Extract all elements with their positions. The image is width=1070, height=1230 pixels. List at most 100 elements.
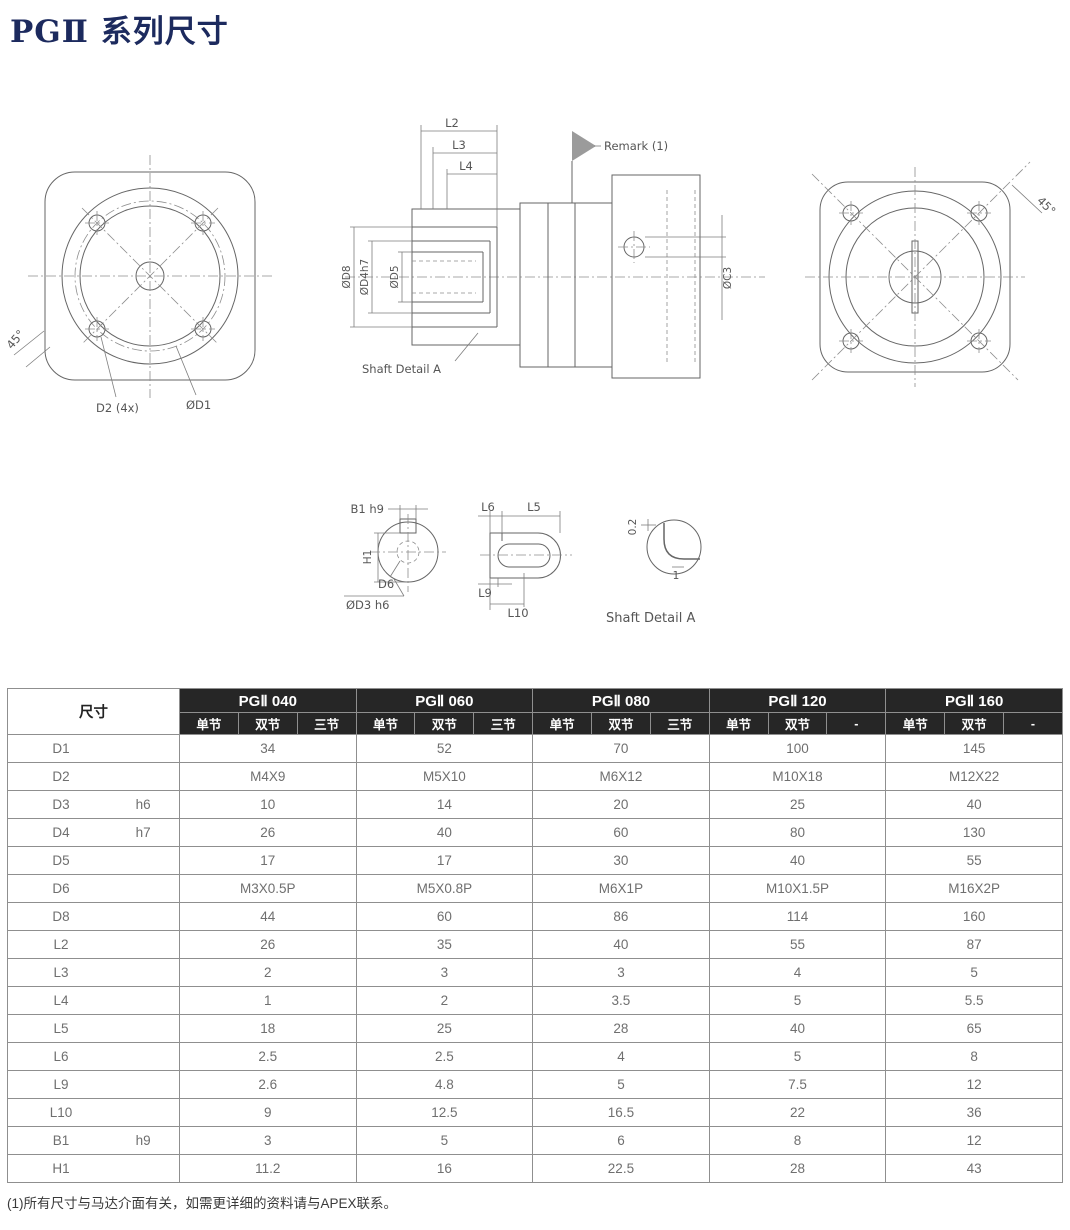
dimension-label-cell: L3 [7,958,180,987]
dimension-label-cell: B1 h9 [7,1126,180,1155]
dimension-value-cell: 22.5 [532,1154,710,1183]
table-subheader-row: 单节双节三节单节双节三节单节双节三节单节双节-单节双节- [8,712,1063,735]
l10-label: L10 [507,606,528,620]
dimension-name: D4 [52,825,70,840]
dimension-value-cell: M4X9 [179,762,357,791]
dimension-tolerance: h6 [135,797,151,812]
dimension-value-cell: 4 [708,958,887,987]
shaft-end-view: B1 h9 H1 D6 ØD3 h6 [344,502,446,612]
dimension-value-cell: 6 [532,1126,710,1155]
dimension-value-cell: 87 [885,930,1063,959]
dimension-value-cell: 36 [885,1098,1063,1127]
stage-subheader: 三节 [473,712,534,735]
angle-label-front: 45° [3,327,27,352]
dimension-value-cell: 5 [885,958,1063,987]
dimension-name: D6 [52,881,70,896]
dimension-value-cell: 55 [708,930,887,959]
dimension-value-cell: 52 [355,734,534,763]
group-header: PGⅡ 040 [179,688,357,713]
dimension-label-cell: L4 [7,986,180,1015]
b1-label: B1 h9 [351,502,384,516]
angle-label-rear: 45° [1034,194,1058,218]
shaft-detail-label: Shaft Detail A [362,362,441,376]
chamfer-detail: 0.2 1 Shaft Detail A [606,519,702,626]
d1-label: ØD1 [186,398,211,412]
dimension-value-cell: M12X22 [885,762,1063,791]
dimension-value-cell: M6X12 [532,762,710,791]
dimension-value-cell: 65 [885,1014,1063,1043]
remark-label: Remark (1) [604,139,668,153]
technical-drawings: D2 (4x) ØD1 45° [3,116,1059,626]
dimension-value-cell: 100 [708,734,887,763]
dimension-name: L4 [53,993,69,1008]
dimension-value-cell: 18 [179,1014,357,1043]
dimension-value-cell: 55 [885,846,1063,875]
stage-subheader: 双节 [237,712,298,735]
chamfer-width-label: 1 [673,570,680,582]
dimension-value-cell: 34 [179,734,357,763]
dimension-value-cell: 2 [355,986,534,1015]
dimension-tolerance: h9 [135,1133,151,1148]
dimension-value-cell: 25 [355,1014,534,1043]
dimension-value-cell: M5X10 [355,762,534,791]
l2-label: L2 [445,116,459,130]
stage-subheader: - [826,712,887,735]
page-title: PGⅡ 系列尺寸 [10,14,229,50]
dimension-value-cell: 2.6 [179,1070,357,1099]
stage-subheader: 双节 [944,712,1005,735]
stage-subheader: 三节 [649,712,710,735]
dimension-value-cell: 16 [355,1154,534,1183]
l9-label: L9 [478,586,492,600]
dimension-label-cell: L5 [7,1014,180,1043]
dimension-value-cell: M10X18 [708,762,887,791]
dimension-value-cell: 4 [532,1042,710,1071]
dimension-value-cell: 40 [708,846,887,875]
dimension-value-cell: M5X0.8P [355,874,534,903]
dimension-value-cell: 7.5 [708,1070,887,1099]
dimension-name: L10 [49,1105,73,1120]
dimension-label-cell: D5 [7,846,180,875]
shaft-detail-caption: Shaft Detail A [606,611,695,626]
dimension-value-cell: 5 [708,986,887,1015]
dimension-name: L9 [53,1077,69,1092]
dimension-name: D2 [52,769,70,784]
d2-label: D2 (4x) [96,401,139,415]
stage-subheader: 单节 [355,712,416,735]
dimension-value-cell: 86 [532,902,710,931]
dimension-value-cell: 114 [708,902,887,931]
dimension-value-cell: 26 [179,930,357,959]
dimension-name: B1 [52,1133,70,1148]
rear-view: 45° [805,161,1059,387]
dimension-value-cell: M16X2P [885,874,1063,903]
dimension-value-cell: 4.8 [355,1070,534,1099]
dimension-label-cell: L2 [7,930,180,959]
stage-subheader: 单节 [708,712,769,735]
stage-subheader: 双节 [767,712,828,735]
dimension-value-cell: 22 [708,1098,887,1127]
remark-flag-icon [572,131,596,161]
dimension-value-cell: 35 [355,930,534,959]
dimension-value-cell: 70 [532,734,710,763]
dimension-value-cell: 12 [885,1126,1063,1155]
dimension-value-cell: 20 [532,790,710,819]
dimension-value-cell: M10X1.5P [708,874,887,903]
shaft-side-view: L6 L5 L9 L10 [478,500,572,620]
dimension-value-cell: 30 [532,846,710,875]
dimension-value-cell: 12.5 [355,1098,534,1127]
h1-label: H1 [362,550,374,565]
stage-subheader: 双节 [591,712,651,735]
d3-label: ØD3 h6 [346,598,389,612]
l3-label: L3 [452,138,466,152]
dimension-value-cell: 40 [355,818,534,847]
stage-subheader: 单节 [532,712,593,735]
